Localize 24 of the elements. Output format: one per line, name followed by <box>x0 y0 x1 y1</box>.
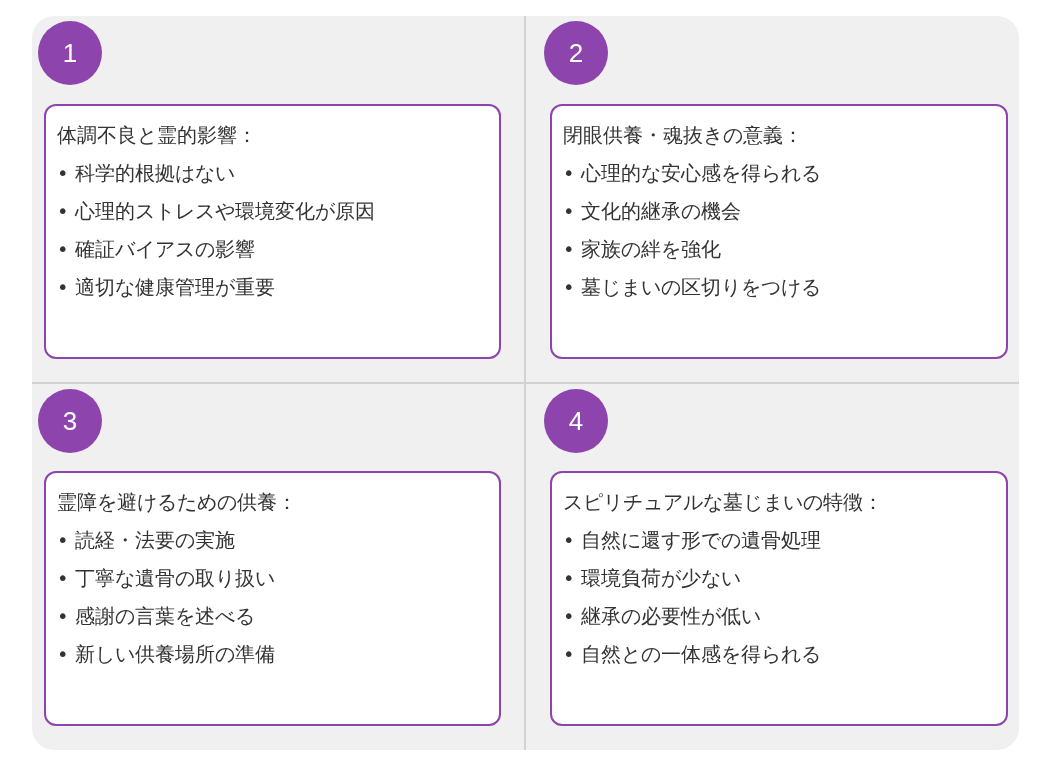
card-heading: 霊障を避けるための供養： <box>57 490 297 516</box>
bullet-item: • 自然に還す形での遺骨処理 <box>563 528 821 554</box>
info-card <box>550 104 1008 359</box>
bullet-item: • 自然との一体感を得られる <box>563 642 821 668</box>
bullet-item: • 感謝の言葉を述べる <box>57 604 255 630</box>
bullet-item: • 心理的ストレスや環境変化が原因 <box>57 199 375 225</box>
info-card <box>550 471 1008 726</box>
bullet-item: • 環境負荷が少ない <box>563 566 741 592</box>
bullet-item: • 文化的継承の機会 <box>563 199 741 225</box>
bullet-item: • 確証バイアスの影響 <box>57 237 255 263</box>
bullet-item: • 心理的な安心感を得られる <box>563 161 821 187</box>
bullet-item: • 墓じまいの区切りをつける <box>563 275 821 301</box>
bullet-item: • 家族の絆を強化 <box>563 237 721 263</box>
bullet-item: • 新しい供養場所の準備 <box>57 642 275 668</box>
bullet-item: • 科学的根拠はない <box>57 161 235 187</box>
bullet-item: • 継承の必要性が低い <box>563 604 761 630</box>
bullet-item: • 読経・法要の実施 <box>57 528 235 554</box>
bullet-item: • 適切な健康管理が重要 <box>57 275 275 301</box>
bullet-item: • 丁寧な遺骨の取り扱い <box>57 566 275 592</box>
card-heading: 閉眼供養・魂抜きの意義： <box>563 123 803 149</box>
info-card <box>44 471 501 726</box>
card-heading: 体調不良と霊的影響： <box>57 123 257 149</box>
info-card <box>44 104 501 359</box>
card-heading: スピリチュアルな墓じまいの特徴： <box>563 490 883 516</box>
